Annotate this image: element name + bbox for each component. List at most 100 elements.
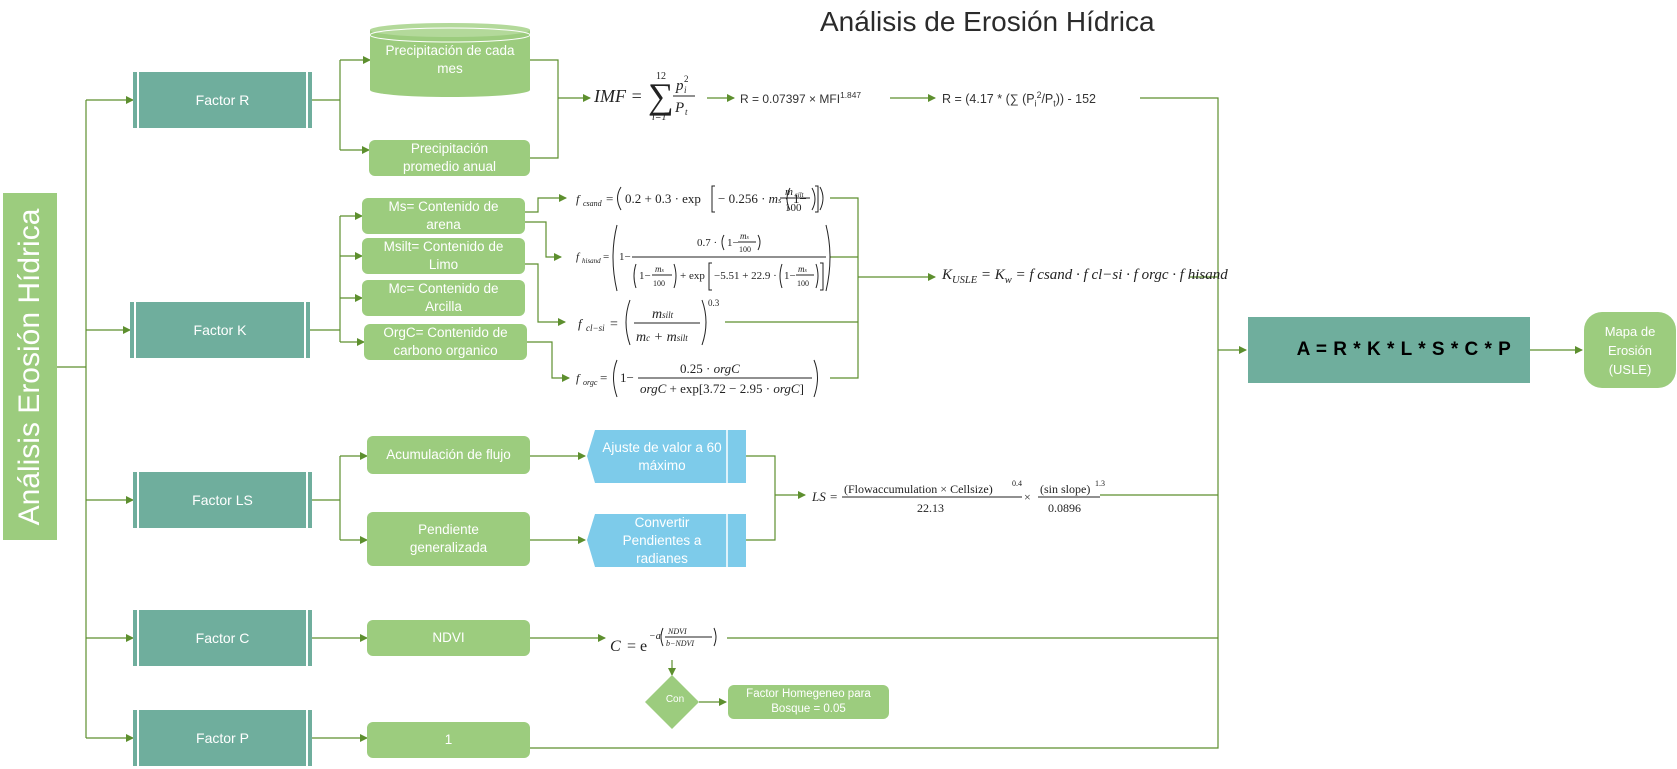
k-usle-equation: KUSLE = Kw = f csand · f cl−si · f orgc …	[942, 267, 1228, 286]
factor-c-label: Factor C	[195, 630, 250, 646]
svg-text:C: C	[610, 638, 621, 655]
svg-text:0.3: 0.3	[708, 298, 720, 308]
svg-text:silt: silt	[795, 191, 805, 199]
factor-r-label: Factor R	[195, 92, 250, 108]
svg-text:1−: 1−	[727, 237, 739, 249]
svg-text:0.7 ·: 0.7 ·	[697, 237, 717, 249]
k-usle-k: K	[942, 267, 953, 283]
svg-text:0.4: 0.4	[1012, 479, 1022, 488]
pendiente-box[interactable]: Pendiente generalizada	[367, 512, 530, 566]
con-diamond	[645, 675, 699, 729]
svg-text:ms: ms	[655, 264, 665, 274]
svg-text:(Flowaccumulation × Cellsize): (Flowaccumulation × Cellsize)	[844, 482, 993, 496]
precip-mensual-label: Precipitación de cada mes	[385, 43, 515, 76]
factor-k-box[interactable]: Factor K	[130, 302, 310, 358]
svg-text:i=1: i=1	[652, 112, 667, 123]
factor-k-label: Factor K	[193, 322, 247, 338]
svg-text:orgc: orgc	[583, 378, 598, 387]
svg-text:msilt: msilt	[652, 307, 674, 322]
svg-text:ms: ms	[798, 264, 808, 274]
svg-text:f: f	[576, 192, 581, 206]
k-usle-terms: = f csand · f cl−si · f orgc · f hisand	[1015, 267, 1228, 283]
svg-text:csand: csand	[583, 199, 603, 208]
factor-c-box[interactable]: Factor C	[133, 610, 312, 666]
k-usle-sub: USLE	[952, 275, 978, 286]
r-simple-equation: R = 0.07397 × MFI1.847	[740, 90, 861, 106]
svg-text:=: =	[610, 317, 618, 332]
svg-text:P: P	[674, 100, 684, 116]
convertir-label: Convertir Pendientes a radianes	[622, 514, 702, 566]
svg-text:f: f	[578, 316, 584, 331]
svg-text:12: 12	[656, 71, 666, 82]
svg-text:LS: LS	[811, 489, 826, 504]
svg-text:0.2 + 0.3 · exp: 0.2 + 0.3 · exp	[625, 191, 701, 206]
imf-lhs: IMF =	[594, 86, 643, 106]
ajuste-label: Ajuste de valor a 60 máximo	[602, 439, 722, 473]
svg-text:orgC + exp[3.72 − 2.95 · orgC]: orgC + exp[3.72 − 2.95 · orgC]	[640, 381, 804, 396]
svg-text:f: f	[576, 371, 581, 385]
fclsi-equation: f cl−si = msilt mc + msilt 0.3	[578, 298, 720, 346]
cylinder-shape	[369, 23, 531, 97]
svg-text:hisand: hisand	[582, 257, 601, 265]
svg-text:p: p	[675, 78, 684, 94]
msilt-box[interactable]: Msilt= Contenido de Limo	[362, 238, 525, 274]
p-value-box[interactable]: 1	[367, 722, 530, 758]
svg-text:×: ×	[1024, 490, 1031, 504]
mc-box[interactable]: Mc= Contenido de Arcilla	[362, 280, 525, 316]
svg-text:=: =	[600, 370, 607, 385]
imf-equation: 12 ∑ i=1 p i 2 P t	[648, 71, 695, 123]
svg-text:=: =	[830, 489, 837, 504]
final-equation-box[interactable]: A = R * K * L * S * C * P	[1248, 317, 1530, 383]
r-full-equation: R = (4.17 * (∑ (Pi2/Pt)) - 152	[942, 90, 1096, 109]
svg-text:ms: ms	[740, 231, 750, 241]
precip-anual-box[interactable]: Precipitación promedio anual	[369, 140, 530, 176]
svg-text:(sin slope): (sin slope)	[1040, 482, 1090, 496]
svg-text:cl−si: cl−si	[586, 323, 605, 333]
svg-text:100: 100	[785, 202, 802, 214]
factor-r-box[interactable]: Factor R	[133, 72, 312, 128]
svg-text:NDVI: NDVI	[667, 627, 687, 636]
k-usle-rhs: = K	[980, 267, 1005, 283]
svg-text:0.25 · orgC: 0.25 · orgC	[680, 361, 740, 376]
svg-text:0.0896: 0.0896	[1048, 501, 1081, 515]
factor-homogeneo-box[interactable]: Factor Homegeneo para Bosque = 0.05	[728, 685, 889, 719]
convertir-shape	[587, 514, 746, 567]
r-full-text: R = (4.17 * (∑ (P	[942, 92, 1035, 107]
forgc-equation: f orgc = 1− 0.25 · orgC orgC + exp[3.72 …	[576, 359, 818, 398]
output-map-box[interactable]: Mapa de Erosión (USLE)	[1584, 312, 1676, 388]
svg-text:2: 2	[684, 74, 689, 84]
r-full-end: )) - 152	[1055, 92, 1096, 107]
acumulacion-box[interactable]: Acumulación de flujo	[367, 436, 530, 474]
svg-text:=: =	[606, 191, 613, 206]
fcsand-equation: f csand = 0.2 + 0.3 · exp − 0.256 · ms ·…	[576, 185, 824, 214]
svg-text:100: 100	[797, 279, 809, 288]
ajuste-shape	[587, 430, 746, 483]
svg-text:f: f	[576, 251, 581, 263]
svg-text:22.13: 22.13	[917, 501, 944, 515]
svg-text:+ exp: + exp	[680, 270, 705, 282]
svg-text:100: 100	[653, 279, 665, 288]
svg-text:1−: 1−	[784, 270, 796, 282]
svg-text:1−: 1−	[639, 270, 651, 282]
fhisand-equation: f hisand = 1− 0.7 · 1− ms 100 1− ms 100 …	[576, 224, 831, 292]
r-simple-text: R = 0.07397 × MFI	[740, 92, 841, 106]
svg-text:−a: −a	[649, 631, 661, 642]
r-full-tail: /P	[1041, 92, 1054, 107]
factor-ls-box[interactable]: Factor LS	[133, 472, 312, 528]
svg-text:− 0.256 · ms ·: − 0.256 · ms ·	[718, 191, 789, 206]
vertical-title: Análisis Erosión Hídrica	[13, 208, 46, 525]
svg-text:m: m	[785, 186, 793, 198]
vertical-title-bar: Análisis Erosión Hídrica	[3, 193, 57, 540]
ndvi-box[interactable]: NDVI	[367, 620, 530, 656]
svg-text:∑: ∑	[648, 76, 674, 116]
r-simple-exp: 1.847	[840, 90, 862, 100]
factor-p-box[interactable]: Factor P	[133, 710, 312, 766]
svg-text:t: t	[685, 107, 688, 117]
k-usle-rhs-sub: w	[1004, 275, 1012, 286]
svg-text:100: 100	[739, 245, 751, 254]
orgc-box[interactable]: OrgC= Contenido de carbono organico	[364, 324, 527, 360]
ms-box[interactable]: Ms= Contenido de arena	[362, 198, 525, 234]
svg-text:= e: = e	[627, 638, 647, 655]
svg-text:mc + msilt: mc + msilt	[636, 330, 688, 345]
